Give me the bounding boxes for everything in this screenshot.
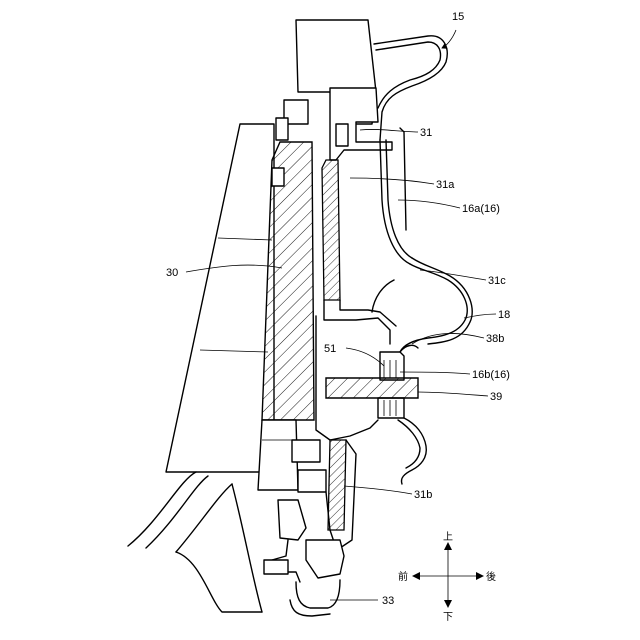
label-16b: 16b(16) <box>472 369 510 381</box>
direction-rear-label: 後 <box>486 570 496 583</box>
label-51: 51 <box>324 343 336 355</box>
label-31c: 31c <box>488 275 506 287</box>
label-16a: 16a(16) <box>462 203 500 215</box>
label-38b: 38b <box>486 333 504 345</box>
seal-bulb-31c <box>372 258 472 352</box>
arrow-down-head <box>444 600 452 608</box>
arrow-left-head <box>412 572 420 580</box>
label-31b: 31b <box>414 489 432 501</box>
direction-up-label: 上 <box>443 531 453 543</box>
arrow-right-head <box>476 572 484 580</box>
direction-legend: 上 下 前 後 <box>398 531 496 623</box>
label-39: 39 <box>490 391 502 403</box>
label-33: 33 <box>382 595 394 607</box>
lower-panel-outline <box>128 472 262 612</box>
pin-39 <box>326 378 418 398</box>
trim-panel-30 <box>166 124 274 472</box>
direction-front-label: 前 <box>398 570 408 583</box>
direction-down-label: 下 <box>443 612 453 623</box>
label-18: 18 <box>498 309 510 321</box>
label-31: 31 <box>420 127 432 139</box>
label-31a: 31a <box>436 179 455 191</box>
label-15: 15 <box>452 11 464 23</box>
arrow-up-head <box>444 542 452 550</box>
lower-lip-seal <box>398 418 426 484</box>
label-30: 30 <box>166 267 178 279</box>
